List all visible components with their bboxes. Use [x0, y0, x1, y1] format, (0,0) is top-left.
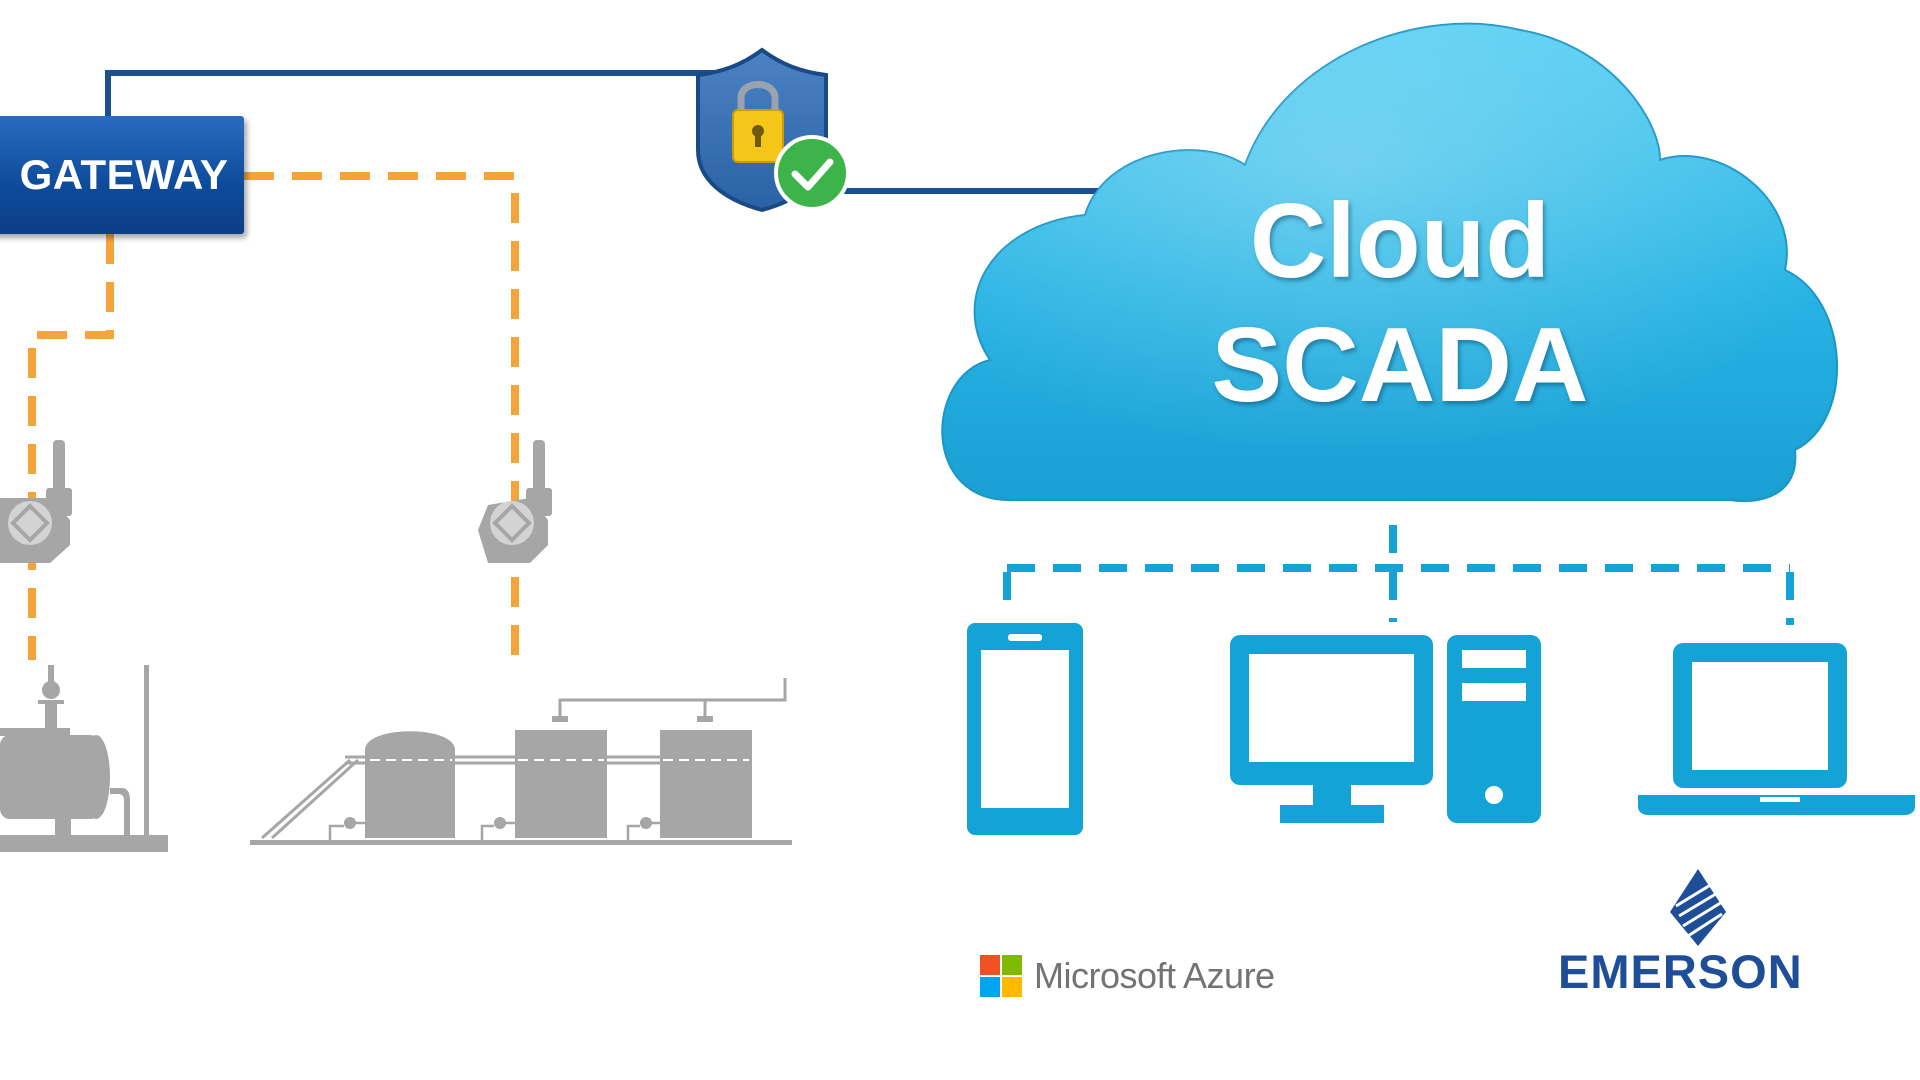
microsoft-logo-icon [980, 955, 1022, 997]
tank-battery-icon [250, 678, 792, 845]
gateway-uplink [105, 70, 720, 118]
desktop-monitor-icon [1230, 635, 1433, 823]
wireless-transmitter-icon [0, 440, 72, 563]
smartphone-icon [967, 623, 1083, 835]
wireless-link-right [244, 172, 519, 660]
wireless-links [28, 172, 519, 660]
cloud-title-line1: Cloud [1249, 182, 1551, 300]
microsoft-azure-logo-text: Microsoft Azure [1034, 955, 1275, 996]
emerson-logo-text: EMERSON [1558, 945, 1803, 998]
cloud-title-line2: SCADA [1211, 306, 1589, 424]
desktop-tower-icon [1447, 635, 1541, 823]
laptop-icon [1638, 643, 1915, 815]
check-icon [774, 135, 850, 211]
cloud-shape [941, 22, 1839, 503]
emerson-logo-icon [1670, 869, 1726, 946]
gateway-box: GATEWAY [0, 116, 244, 234]
distribution-links [1003, 525, 1794, 625]
pump-equipment-icon [0, 665, 168, 852]
gateway-label: GATEWAY [19, 151, 229, 198]
shield-lock-icon [696, 47, 850, 213]
wireless-link-left [28, 234, 114, 660]
wireless-transmitter-icon [478, 440, 552, 563]
secure-link [105, 70, 1110, 194]
